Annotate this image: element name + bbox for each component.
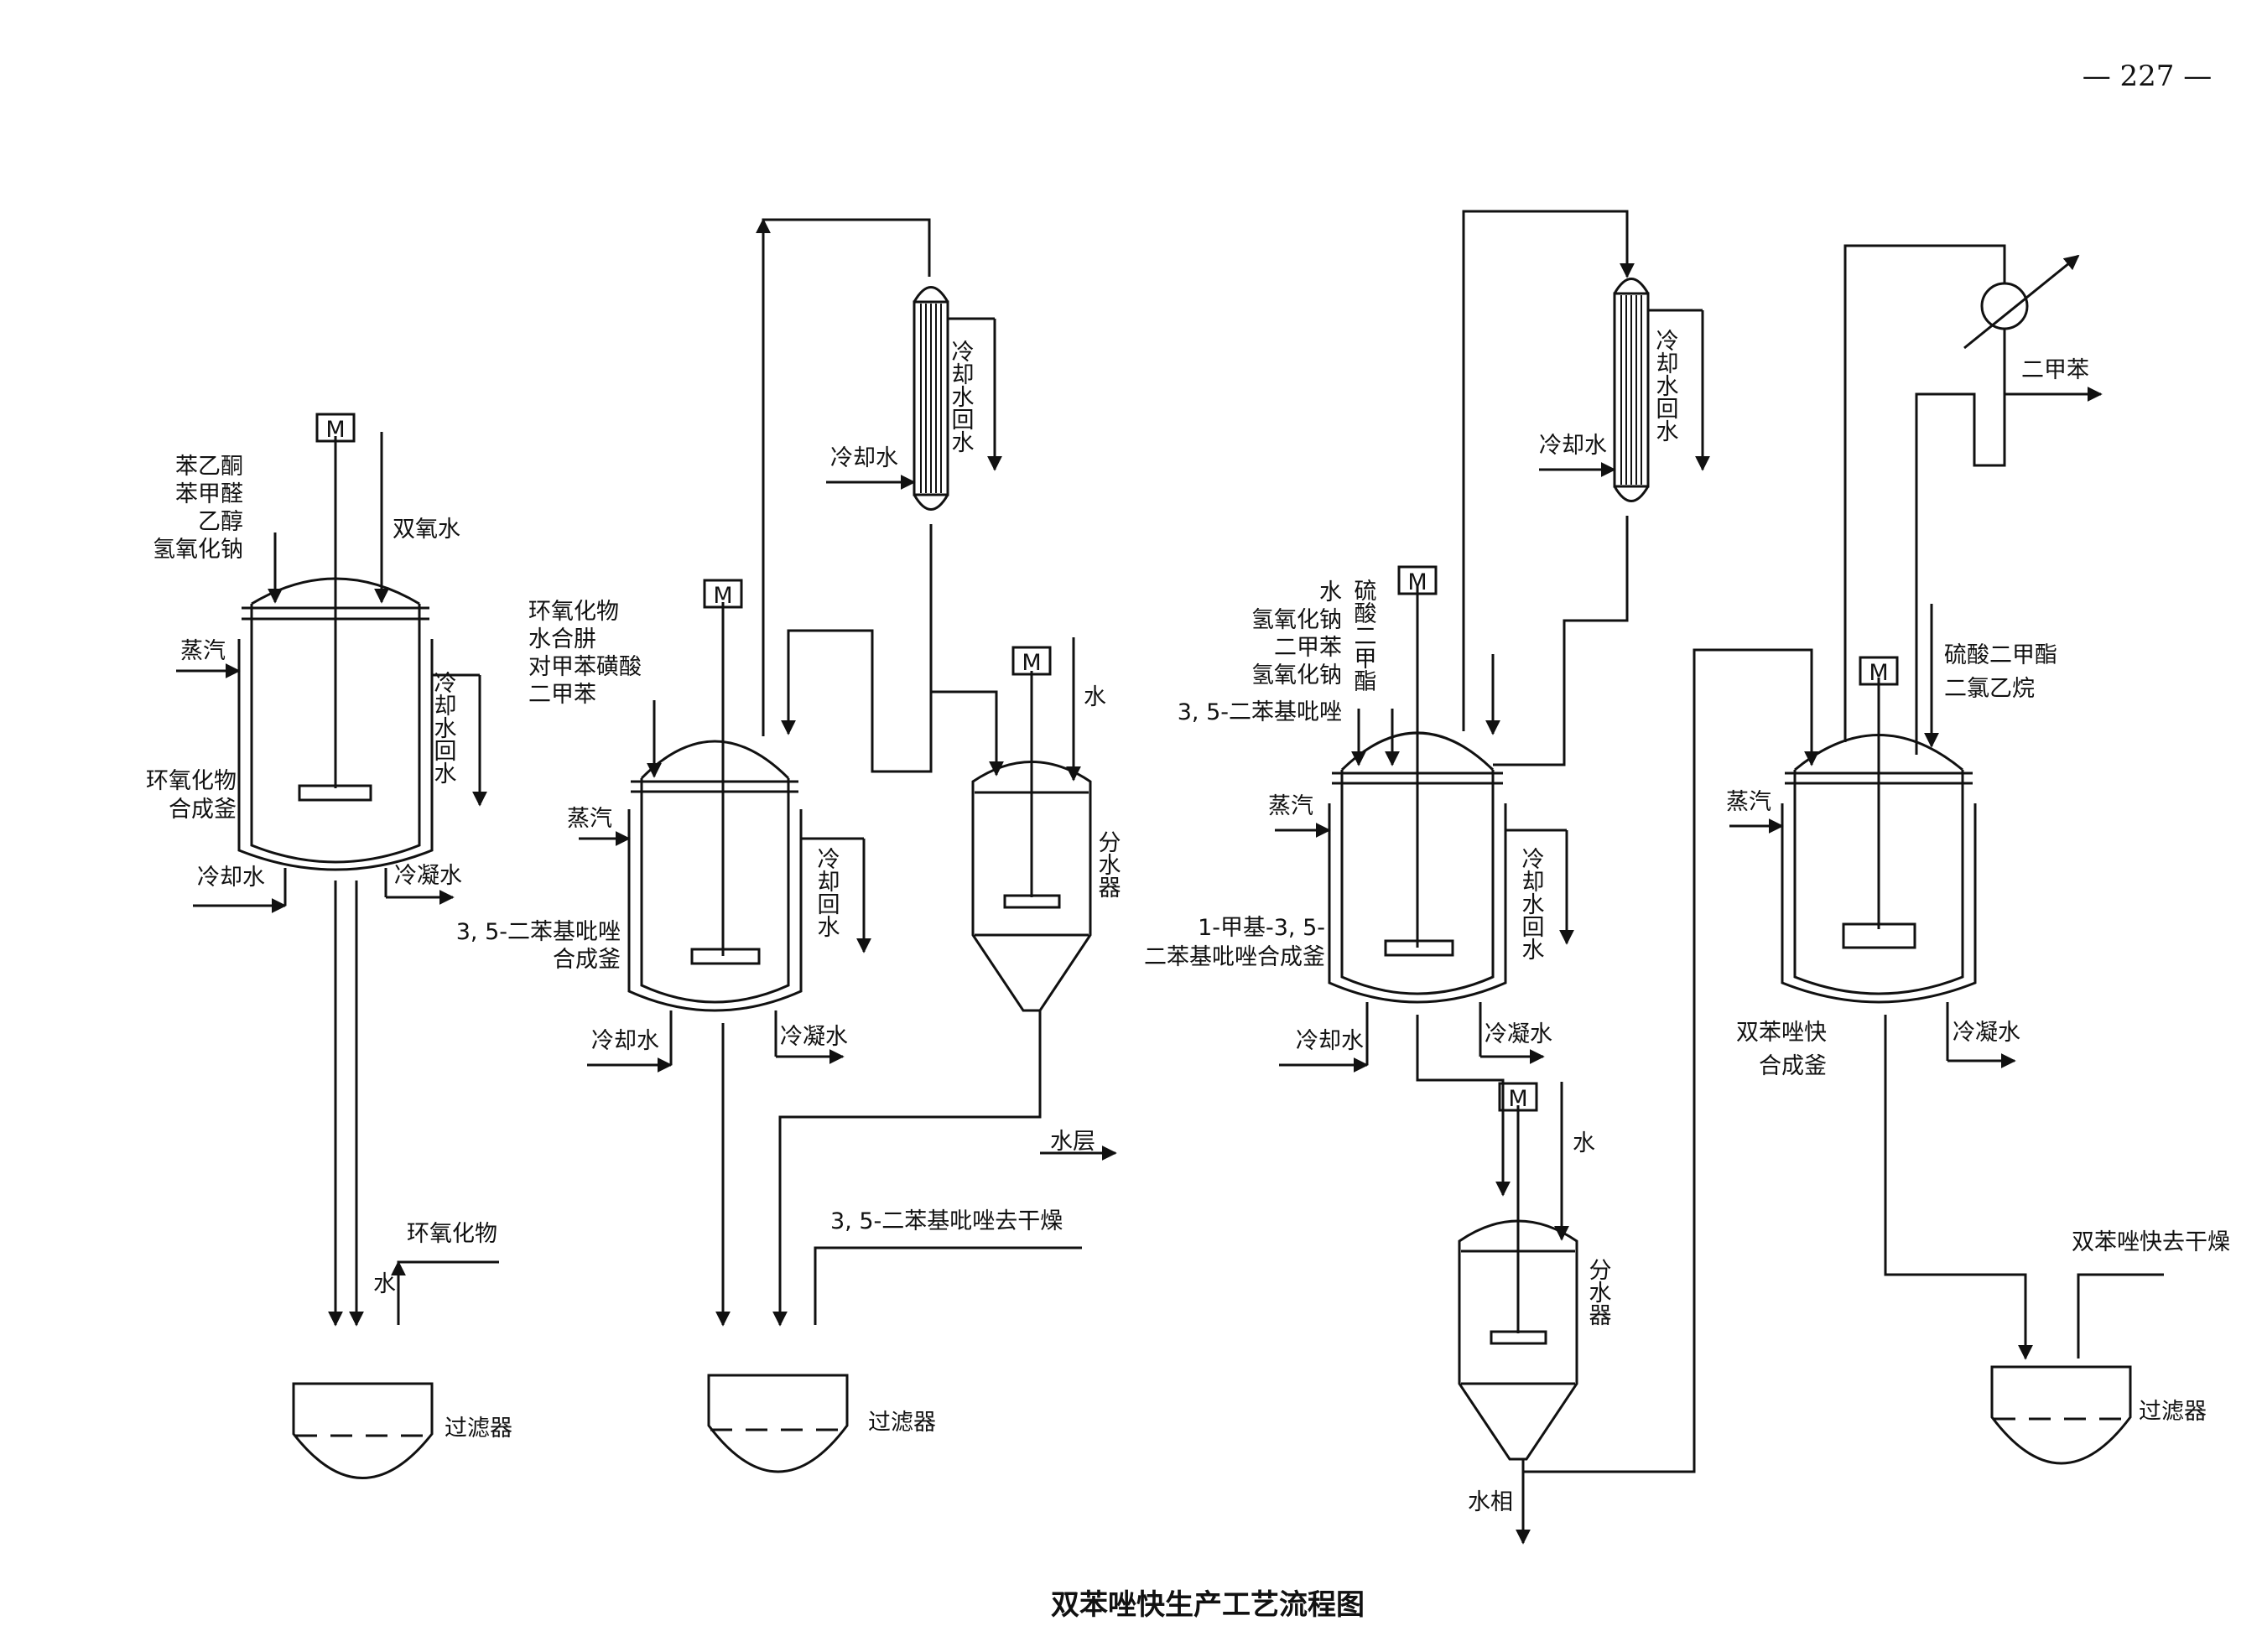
svg-text:过滤器: 过滤器 [445, 1416, 512, 1442]
condenser-2: 冷却水 冷却水回水 [1539, 278, 1710, 502]
svg-text:乙醇: 乙醇 [198, 509, 243, 535]
svg-text:冷却水回水: 冷却水回水 [948, 340, 975, 453]
svg-text:水: 水 [373, 1271, 396, 1297]
svg-text:冷凝水: 冷凝水 [1953, 1020, 2020, 1046]
svg-text:冷凝水: 冷凝水 [394, 863, 462, 889]
svg-text:M: M [1022, 650, 1041, 676]
svg-text:氢氧化钠: 氢氧化钠 [1251, 662, 1342, 688]
filter-3: 过滤器 [1990, 1365, 2207, 1465]
svg-text:苯乙酮: 苯乙酮 [175, 454, 243, 480]
condenser-1: 冷却水 冷却水回水 [781, 286, 1004, 777]
page-number: — 227 — [2083, 60, 2213, 93]
svg-text:3, 5-二苯基吡唑: 3, 5-二苯基吡唑 [1178, 699, 1342, 725]
svg-text:水: 水 [1573, 1130, 1595, 1156]
svg-text:冷却水: 冷却水 [1296, 1028, 1364, 1054]
svg-text:硫酸二甲酯: 硫酸二甲酯 [1944, 642, 2057, 668]
svg-text:3, 5-二苯基吡唑: 3, 5-二苯基吡唑 [456, 919, 621, 945]
heat-exchanger-icon [1980, 282, 2029, 330]
filter-1: 过滤器 [292, 1382, 512, 1479]
svg-text:M: M [1869, 660, 1888, 686]
svg-text:环氧化物: 环氧化物 [146, 768, 237, 794]
svg-text:水相: 水相 [1468, 1489, 1513, 1515]
svg-text:二甲苯: 二甲苯 [528, 682, 596, 708]
svg-text:过滤器: 过滤器 [868, 1410, 936, 1436]
svg-text:M: M [713, 583, 732, 609]
motor-icon [1397, 565, 1438, 595]
reactor-3-methyl-diphenylpyrazole: M 水 氢氧化钠 二甲苯 氢氧化钠 3, 5-二苯基吡唑 硫酸二甲酯 蒸汽 冷却… [1144, 210, 1635, 1197]
separator-2: M 水 分水器 水相 [1458, 648, 1819, 1545]
motor-icon [1859, 656, 1899, 686]
svg-text:冷却水: 冷却水 [591, 1028, 659, 1054]
svg-text:蒸汽: 蒸汽 [180, 638, 226, 664]
motor-icon [1011, 646, 1052, 676]
reactor-1-epoxide: M 苯乙酮 苯甲醛 乙醇 氢氧化钠 双氧水 蒸汽 冷却水回水 环氧化物 合成釜 … [146, 413, 499, 1327]
r1-cooling-return: 冷却水回水 [430, 671, 457, 784]
svg-text:环氧化物: 环氧化物 [528, 599, 619, 625]
reactor-4-difenzoquat: M 硫酸二甲酯 二氯乙烷 蒸汽 双苯唑快 合成釜 冷凝水 双苯唑快去干燥 二甲苯 [1726, 244, 2230, 1360]
svg-text:合成釜: 合成釜 [169, 797, 237, 823]
svg-text:3, 5-二苯基吡唑去干燥: 3, 5-二苯基吡唑去干燥 [830, 1208, 1063, 1234]
svg-text:蒸汽: 蒸汽 [1726, 789, 1771, 815]
svg-text:合成釜: 合成釜 [1759, 1053, 1827, 1079]
svg-text:水: 水 [1084, 684, 1106, 710]
svg-text:水层: 水层 [1050, 1129, 1095, 1155]
svg-text:冷凝水: 冷凝水 [1485, 1021, 1552, 1047]
svg-text:过滤器: 过滤器 [2139, 1399, 2207, 1425]
svg-text:双苯唑快去干燥: 双苯唑快去干燥 [2072, 1229, 2230, 1255]
svg-text:水: 水 [1319, 579, 1342, 605]
svg-text:二甲苯: 二甲苯 [2021, 357, 2089, 383]
reactor-2-diphenylpyrazole: M 环氧化物 水合肼 对甲苯磺酸 二甲苯 蒸汽 冷却回水 3, 5-二苯基吡唑 … [456, 218, 1117, 1327]
svg-text:氢氧化钠: 氢氧化钠 [153, 537, 243, 563]
svg-text:苯甲醛: 苯甲醛 [175, 481, 243, 507]
svg-text:硫酸二甲酯: 硫酸二甲酯 [1350, 579, 1377, 692]
svg-text:M: M [1508, 1086, 1527, 1112]
svg-text:冷却水回水: 冷却水回水 [1652, 329, 1679, 442]
svg-text:二甲苯: 二甲苯 [1274, 635, 1342, 661]
svg-text:冷却水: 冷却水 [1539, 433, 1607, 459]
motor-icon [703, 579, 743, 609]
svg-text:M: M [1407, 569, 1427, 595]
svg-text:冷凝水: 冷凝水 [780, 1024, 848, 1050]
motor-icon [1498, 1082, 1538, 1112]
svg-text:双苯唑快: 双苯唑快 [1736, 1020, 1827, 1046]
svg-text:冷却水: 冷却水 [197, 865, 265, 891]
figure-caption: 双苯唑快生产工艺流程图 [1051, 1588, 1365, 1622]
svg-text:双氧水: 双氧水 [393, 517, 460, 543]
svg-text:冷却水: 冷却水 [830, 445, 898, 471]
svg-text:冷却回水: 冷却回水 [814, 847, 840, 938]
filter-2: 过滤器 [707, 1374, 936, 1473]
svg-text:蒸汽: 蒸汽 [1268, 793, 1313, 819]
separator-1: M 水 分水器 [971, 637, 1121, 1057]
svg-text:环氧化物: 环氧化物 [407, 1221, 497, 1247]
svg-text:分水器: 分水器 [1585, 1258, 1612, 1326]
motor-label: M [325, 417, 345, 443]
svg-text:二氯乙烷: 二氯乙烷 [1944, 676, 2035, 702]
svg-text:水合肼: 水合肼 [528, 626, 596, 652]
svg-text:1-甲基-3, 5-: 1-甲基-3, 5- [1198, 915, 1325, 941]
svg-text:二苯基吡唑合成釜: 二苯基吡唑合成釜 [1144, 944, 1325, 970]
motor-icon [315, 413, 356, 443]
svg-text:对甲苯磺酸: 对甲苯磺酸 [528, 654, 642, 680]
svg-text:氢氧化钠: 氢氧化钠 [1251, 607, 1342, 633]
svg-text:蒸汽: 蒸汽 [567, 806, 612, 832]
svg-text:分水器: 分水器 [1095, 830, 1121, 898]
svg-text:合成釜: 合成釜 [553, 947, 621, 973]
svg-text:冷却水回水: 冷却水回水 [1518, 847, 1545, 960]
